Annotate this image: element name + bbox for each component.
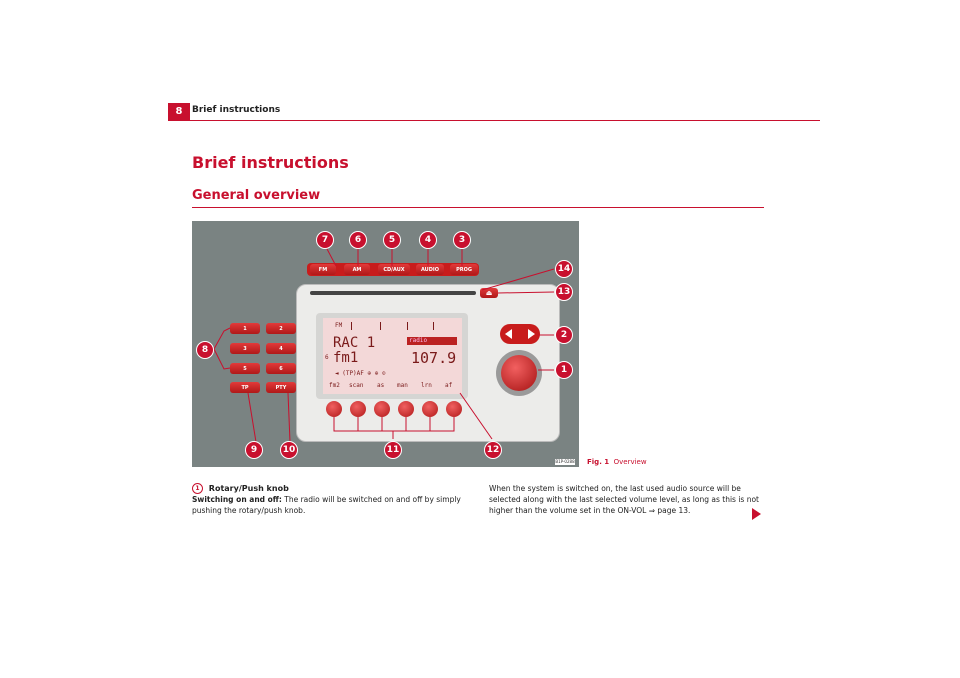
preset-button-2: 2 [266, 323, 296, 334]
display-memory: fm1 [333, 350, 359, 366]
callout-3: 3 [453, 231, 471, 249]
display-frequency: 107.9 [411, 349, 457, 367]
running-title: Brief instructions [192, 105, 281, 115]
seek-right-icon [528, 329, 535, 339]
continue-arrow-icon [752, 508, 761, 520]
display-softkey-label: as [377, 382, 385, 389]
rotary-knob [501, 355, 537, 391]
softkey-3 [374, 401, 390, 417]
eject-button: ⏏ [480, 288, 498, 298]
display-softkey-label: fm2 [329, 382, 340, 389]
fm-button: FM [310, 264, 336, 275]
display-preset-index: 6 [325, 354, 329, 361]
display-softkey-label: man [397, 382, 408, 389]
am-button: AM [344, 264, 370, 275]
cdaux-button: CD/AUX [378, 264, 410, 275]
header-rule [168, 120, 820, 121]
display-softkey-label: af [445, 382, 453, 389]
display-tick [407, 322, 408, 330]
display-source-tag-bg [407, 337, 457, 345]
callout-5: 5 [383, 231, 401, 249]
seek-left-icon [505, 329, 512, 339]
display-softkey-label: scan [349, 382, 364, 389]
display-band: FM [335, 322, 343, 329]
softkey-4 [398, 401, 414, 417]
figure-caption-label: Fig. 1 [587, 458, 610, 466]
display-station-name: RAC 1 [333, 335, 376, 351]
display-source-tag: radio [409, 337, 428, 344]
display-tick [433, 322, 434, 330]
preset-button-3: 3 [230, 343, 260, 354]
paragraph-text: The radio will be switched on and off by… [192, 495, 461, 515]
item-title: Rotary/Push knob [208, 484, 289, 493]
callout-9: 9 [245, 441, 263, 459]
preset-button-1: 1 [230, 323, 260, 334]
callout-6: 6 [349, 231, 367, 249]
callout-14: 14 [555, 260, 573, 278]
callout-10: 10 [280, 441, 298, 459]
section-subtitle: General overview [192, 188, 321, 203]
display-segment-ticks [351, 322, 456, 330]
preset-button-4: 4 [266, 343, 296, 354]
figure-caption: Fig. 1 Overview [587, 458, 647, 466]
figure-image-code: B1P-0288 [555, 459, 575, 465]
softkey-6 [446, 401, 462, 417]
preset-button-5: 5 [230, 363, 260, 374]
callout-1: 1 [555, 361, 573, 379]
callout-2: 2 [555, 326, 573, 344]
audio-button: AUDIO [416, 264, 444, 275]
callout-8: 8 [196, 341, 214, 359]
preset-button-6: 6 [266, 363, 296, 374]
callout-lines [213, 246, 555, 443]
callout-7: 7 [316, 231, 334, 249]
prog-button: PROG [450, 264, 478, 275]
callout-13: 13 [555, 283, 573, 301]
callout-11: 11 [384, 441, 402, 459]
paragraph-switching: Switching on and off: The radio will be … [192, 494, 482, 516]
lcd-display: FM 6 RAC 1 radio fm1 107.9 ◄ (TP)AF ⊕ ⊕ … [323, 318, 462, 394]
page-number: 8 [168, 103, 190, 120]
figure-caption-text: Overview [613, 458, 647, 466]
section-title: Brief instructions [192, 153, 349, 172]
cd-slot [310, 291, 476, 295]
radio-overview-figure: FM AM CD/AUX AUDIO PROG ⏏ FM 6 RAC 1 rad… [192, 221, 579, 467]
paragraph-lead: Switching on and off: [192, 495, 282, 504]
paragraph-last-source: When the system is switched on, the last… [489, 484, 759, 515]
pty-button: PTY [266, 382, 296, 393]
display-indicators: ◄ (TP)AF ⊕ ⊕ ⊙ [335, 370, 386, 377]
subtitle-rule [192, 207, 764, 208]
softkey-1 [326, 401, 342, 417]
softkey-2 [350, 401, 366, 417]
display-tick [380, 322, 381, 330]
callout-12: 12 [484, 441, 502, 459]
item-heading: 1 Rotary/Push knob [192, 483, 289, 494]
tp-button: TP [230, 382, 260, 393]
display-softkey-label: lrn [421, 382, 432, 389]
item-number-badge: 1 [192, 483, 203, 494]
softkey-5 [422, 401, 438, 417]
callout-4: 4 [419, 231, 437, 249]
